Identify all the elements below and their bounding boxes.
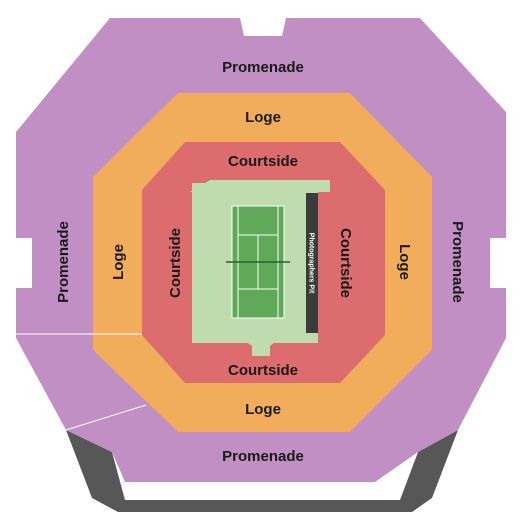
label-loge-right[interactable]: Loge <box>396 244 413 280</box>
promenade-divider-bottomleft <box>65 404 147 431</box>
label-promenade-top[interactable]: Promenade <box>222 59 304 76</box>
label-loge-top[interactable]: Loge <box>245 109 281 126</box>
photographers-pit-label: Photographers Pit <box>308 233 315 294</box>
label-courtside-top[interactable]: Courtside <box>228 153 298 170</box>
label-courtside-bottom[interactable]: Courtside <box>228 362 298 379</box>
court-surround-notch <box>206 255 216 269</box>
label-courtside-right[interactable]: Courtside <box>337 228 354 298</box>
label-loge-left[interactable]: Loge <box>110 244 127 280</box>
label-courtside-left[interactable]: Courtside <box>167 228 184 298</box>
label-loge-bottom[interactable]: Loge <box>245 401 281 418</box>
label-promenade-left[interactable]: Promenade <box>55 221 72 303</box>
photographers-pit <box>306 193 318 333</box>
label-promenade-bottom[interactable]: Promenade <box>222 448 304 465</box>
label-promenade-right[interactable]: Promenade <box>449 221 466 303</box>
structure-base <box>66 430 458 512</box>
